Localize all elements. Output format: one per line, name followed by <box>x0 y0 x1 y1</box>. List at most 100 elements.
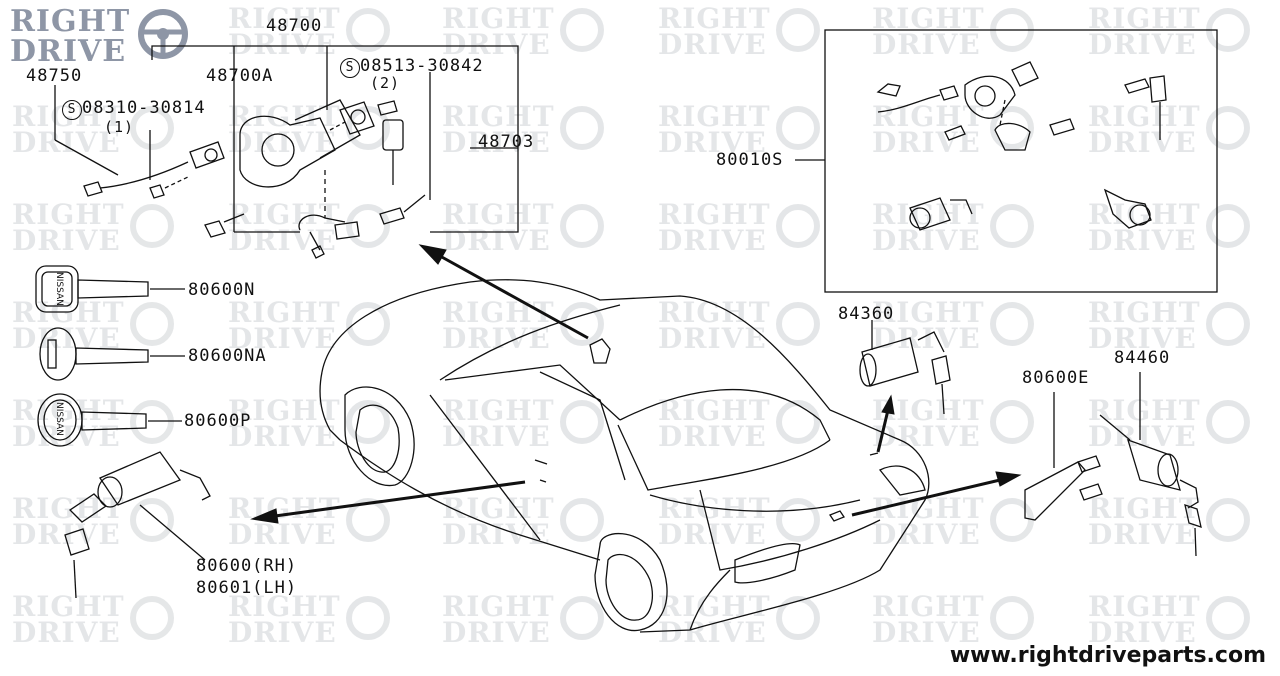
watermark-wheel-icon <box>130 596 174 640</box>
logo-line2: DRIVE <box>10 34 127 69</box>
label-08513-qty: (2) <box>370 74 401 92</box>
watermark-wheel-icon <box>990 498 1034 542</box>
label-80010S: 80010S <box>716 150 784 170</box>
watermark-wheel-icon <box>346 302 390 346</box>
watermark-wheel-icon <box>1206 596 1250 640</box>
watermark-wheel-icon <box>560 596 604 640</box>
ignition-assembly-frame <box>54 45 519 233</box>
watermark-wheel-icon <box>990 106 1034 150</box>
watermark-wheel-icon <box>990 400 1034 444</box>
watermark-wheel-icon <box>776 8 820 52</box>
watermark-wheel-icon <box>560 498 604 542</box>
label-84460: 84460 <box>1114 348 1171 368</box>
arrows <box>250 244 1022 524</box>
label-84360: 84360 <box>838 304 895 324</box>
label-80600E: 80600E <box>1022 368 1090 388</box>
watermark-wheel-icon <box>776 498 820 542</box>
label-80600-rh: 80600(RH) <box>196 556 298 576</box>
watermark-wheel-icon <box>1206 498 1250 542</box>
watermark-wheel-icon <box>560 106 604 150</box>
label-48700: 48700 <box>266 16 323 36</box>
s-mark-icon: S <box>340 58 360 78</box>
watermark-wheel-icon <box>346 400 390 444</box>
watermark-wheel-icon <box>776 204 820 248</box>
svg-text:NISSAN: NISSAN <box>54 402 64 436</box>
label-48700A: 48700A <box>206 66 274 86</box>
ignition-switch-parts <box>83 99 426 259</box>
svg-text:NISSAN: NISSAN <box>54 272 64 306</box>
watermark-wheel-icon <box>130 400 174 444</box>
watermark-wheel-icon <box>990 596 1034 640</box>
right-drive-logo: RIGHT DRIVE <box>10 4 200 69</box>
lock-kit-frame <box>795 29 1218 293</box>
watermark-wheel-icon <box>1206 400 1250 444</box>
watermark-wheel-icon <box>560 400 604 444</box>
door-lock-cylinder <box>64 451 211 599</box>
watermark-wheel-icon <box>776 596 820 640</box>
car-silhouette <box>319 279 930 633</box>
watermark-wheel-icon <box>776 400 820 444</box>
rear-parts-right <box>1024 372 1202 557</box>
watermark-wheel-icon <box>1206 204 1250 248</box>
keys-left <box>35 265 185 447</box>
s-mark-icon: S <box>62 100 82 120</box>
watermark-wheel-icon <box>990 204 1034 248</box>
watermark-wheel-icon <box>346 106 390 150</box>
label-80600N: 80600N <box>188 280 256 300</box>
watermark-wheel-icon <box>776 302 820 346</box>
watermark-wheel-icon <box>346 204 390 248</box>
label-80600P: 80600P <box>184 411 252 431</box>
watermark-wheel-icon <box>130 204 174 248</box>
label-80600NA: 80600NA <box>188 346 267 366</box>
website-url[interactable]: www.rightdriveparts.com <box>949 643 1266 668</box>
steering-wheel-icon <box>138 9 188 59</box>
logo-line1: RIGHT <box>10 4 131 39</box>
trunk-lock-84360 <box>859 320 951 415</box>
key-brand-marks: NISSAN NISSAN <box>54 272 64 436</box>
label-80601-lh: 80601(LH) <box>196 578 298 598</box>
watermark-wheel-icon <box>776 106 820 150</box>
label-48750: 48750 <box>26 66 83 86</box>
watermark-wheel-icon <box>130 498 174 542</box>
watermark-wheel-icon <box>560 8 604 52</box>
watermark-wheel-icon <box>990 302 1034 346</box>
watermark-wheel-icon <box>346 8 390 52</box>
label-08310-qty: (1) <box>104 118 135 136</box>
watermark-wheel-icon <box>1206 106 1250 150</box>
watermark-wheel-icon <box>346 498 390 542</box>
